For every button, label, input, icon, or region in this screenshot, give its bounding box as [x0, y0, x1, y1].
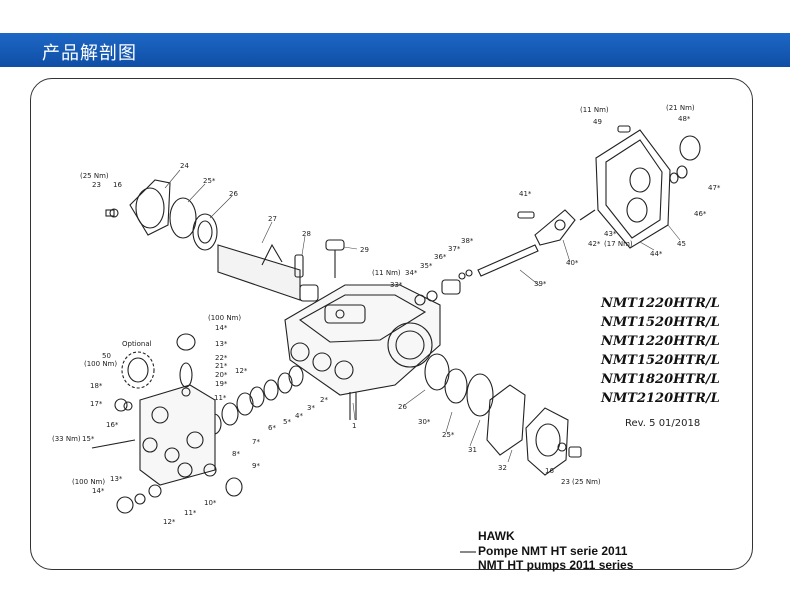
part-label-34b: 34* [405, 269, 418, 277]
part-label-7: 7* [252, 438, 260, 446]
part-label-35: 35* [420, 262, 433, 270]
part-label-14a: 14* [215, 324, 228, 332]
part-label-4: 4* [295, 412, 303, 420]
torque-label-21nm: (21 Nm) [666, 104, 695, 112]
part-label-15: 15* [82, 435, 95, 443]
torque-label-33nm: (33 Nm) [52, 435, 81, 443]
model-3: NMT1220HTR/L [600, 334, 720, 349]
leader-lines [164, 169, 681, 463]
part-label-29: 29 [360, 246, 369, 254]
part-label-26: 26 [229, 190, 238, 198]
part-label-38: 38* [461, 237, 474, 245]
part-label-12b: 12* [163, 518, 176, 526]
section-title: 产品解剖图 [42, 43, 137, 64]
part-label-16: 16 [113, 181, 122, 189]
part-label-8: 8* [232, 450, 240, 458]
part-label-22: 22* [215, 354, 228, 362]
footer-line-2: NMT HT pumps 2011 series [478, 558, 634, 572]
part-label-37: 37* [448, 245, 461, 253]
part-label-26b: 26 [398, 403, 407, 411]
manifold-head [91, 333, 243, 514]
part-label-36: 36* [434, 253, 447, 261]
model-5: NMT1820HTR/L [600, 372, 720, 387]
torque-label-17nm: (17 Nm) [604, 240, 633, 248]
part-label-45: 45 [677, 240, 686, 248]
part-label-13a: 13* [215, 340, 228, 348]
part-label-10: 10* [204, 499, 217, 507]
part-label-9: 9* [252, 462, 260, 470]
torque-label-100nm-b: (100 Nm) [84, 360, 117, 368]
part-label-25: 25* [203, 177, 216, 185]
part-label-25b: 25* [442, 431, 455, 439]
section-header-bar: 产品解剖图 [0, 33, 790, 67]
part-label-23: 23 [92, 181, 101, 189]
part-label-47: 47* [708, 184, 721, 192]
part-label-3: 3* [307, 404, 315, 412]
part-label-23b: 23 [561, 478, 570, 486]
part-label-17: 17* [90, 400, 103, 408]
revision-label: Rev. 5 01/2018 [625, 418, 700, 429]
part-label-44: 44* [650, 250, 663, 258]
part-label-13b: 13* [110, 475, 123, 483]
model-4: NMT1520HTR/L [600, 353, 720, 368]
rear-cover [595, 125, 701, 249]
part-label-5: 5* [283, 418, 291, 426]
torque-label-11nm-a: (11 Nm) [372, 269, 401, 277]
part-label-42: 42* [588, 240, 601, 248]
torque-label-25nm: (25 Nm) [80, 172, 109, 180]
part-label-39: 39* [534, 280, 547, 288]
part-label-46: 46* [694, 210, 707, 218]
torque-label-25nm-b: (25 Nm) [572, 478, 601, 486]
part-label-33: 33* [390, 281, 403, 289]
part-label-27: 27 [268, 215, 277, 223]
part-label-43: 43* [604, 230, 617, 238]
part-label-14b: 14* [92, 487, 105, 495]
pump-housing [284, 284, 441, 420]
part-label-11a: 11* [214, 394, 227, 402]
torque-label-100nm-c: (100 Nm) [72, 478, 105, 486]
part-label-40: 40* [566, 259, 579, 267]
part-label-31: 31 [468, 446, 477, 454]
footer-line-1: Pompe NMT HT serie 2011 [478, 544, 628, 558]
model-2: NMT1520HTR/L [600, 315, 720, 330]
footer-brand: HAWK [478, 529, 515, 543]
part-label-16c: 16 [545, 467, 554, 475]
part-label-18: 18* [90, 382, 103, 390]
part-label-11b: 11* [184, 509, 197, 517]
part-label-20: 20* [215, 371, 228, 379]
oil-cap [325, 239, 345, 278]
part-label-50: 50 [102, 352, 111, 360]
model-6: NMT2120HTR/L [600, 391, 720, 406]
part-label-30: 30* [418, 418, 431, 426]
part-label-41: 41* [519, 190, 532, 198]
part-label-2: 2* [320, 396, 328, 404]
part-label-6: 6* [268, 424, 276, 432]
crankshaft-assembly [105, 179, 319, 302]
torque-label-100nm-a: (100 Nm) [208, 314, 241, 322]
footer-caption: HAWK Pompe NMT HT serie 2011 NMT HT pump… [460, 529, 634, 572]
part-label-49: 49 [593, 118, 602, 126]
part-label-34: 24 [180, 162, 189, 170]
model-list: NMT1220HTR/L NMT1520HTR/L NMT1220HTR/L N… [600, 296, 720, 406]
torque-label-11nm-b: (11 Nm) [580, 106, 609, 114]
plunger-assembly [414, 209, 596, 306]
part-label-16b: 16* [106, 421, 119, 429]
part-label-28: 28 [302, 230, 311, 238]
part-label-48: 48* [678, 115, 691, 123]
part-label-19: 19* [215, 380, 228, 388]
part-label-12a: 12* [235, 367, 248, 375]
model-1: NMT1220HTR/L [600, 296, 720, 311]
part-label-21: 21* [215, 362, 228, 370]
optional-label: Optional [122, 340, 152, 348]
part-label-1: 1 [352, 422, 356, 430]
part-label-32: 32 [498, 464, 507, 472]
side-cover-assembly [424, 353, 582, 476]
